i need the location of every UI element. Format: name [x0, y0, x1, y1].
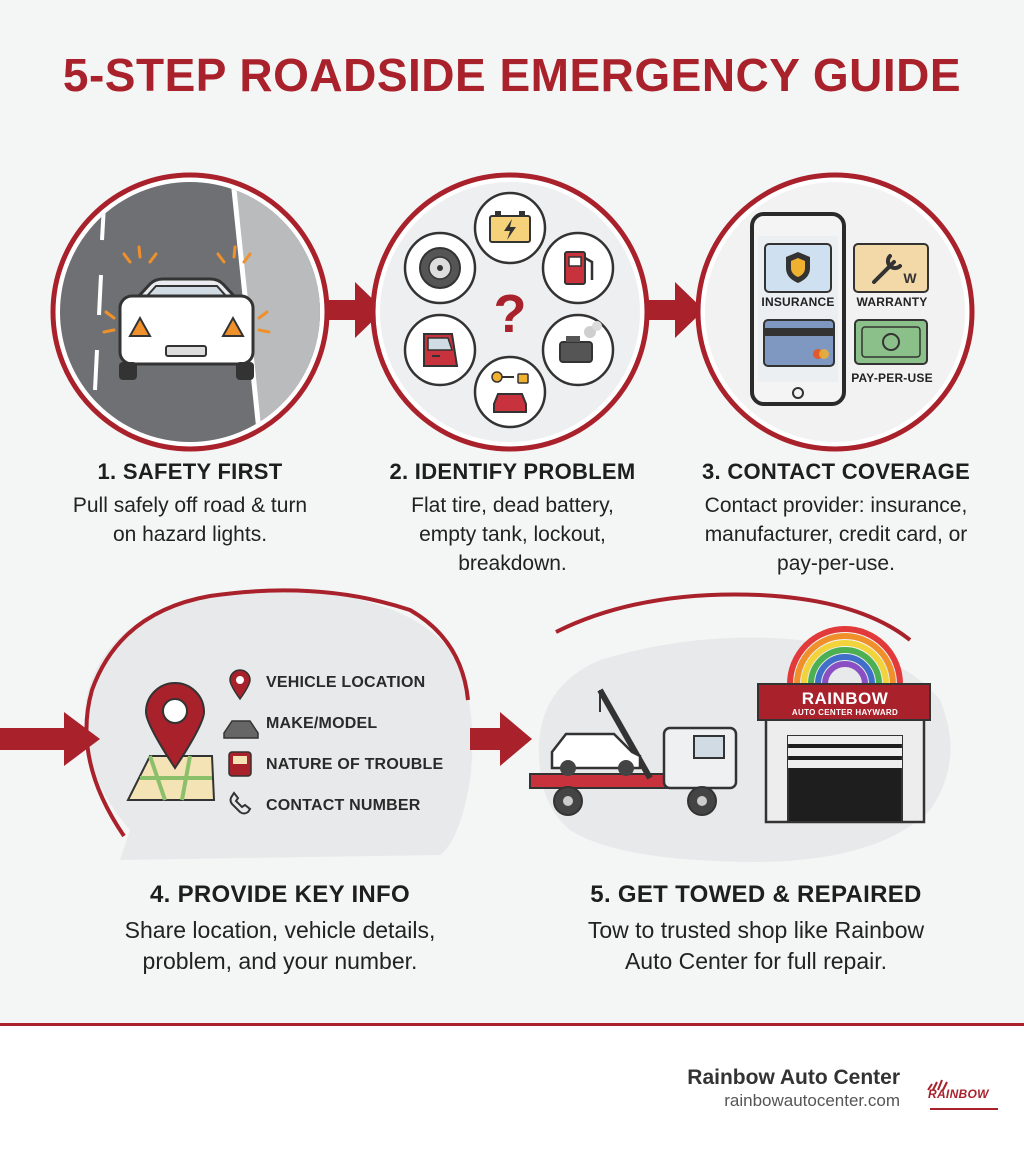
step-2: 2. IDENTIFY PROBLEM Flat tire, dead batt…	[355, 459, 670, 578]
map-pin-small-icon	[229, 669, 251, 701]
step1-illustration	[50, 172, 330, 452]
step-3: 3. CONTACT COVERAGE Contact provider: in…	[686, 459, 986, 578]
step-4-desc: Share location, vehicle details, problem…	[124, 917, 436, 974]
credit-card-icon	[763, 319, 835, 367]
step4-illustration	[84, 588, 473, 860]
svg-text:W: W	[903, 270, 917, 286]
car-door-icon	[403, 313, 477, 387]
shield-icon	[764, 243, 832, 293]
info-vehicle-location: VEHICLE LOCATION	[266, 674, 426, 691]
step3-illustration: W	[695, 172, 975, 452]
phone-handset-icon	[229, 791, 252, 815]
page-title: 5-STEP ROADSIDE EMERGENCY GUIDE	[62, 49, 962, 101]
info-contact-number: CONTACT NUMBER	[266, 797, 421, 814]
arrow-into-4	[0, 712, 100, 766]
footer-brand-name: Rainbow Auto Center	[687, 1066, 900, 1089]
step-4: 4. PROVIDE KEY INFO Share location, vehi…	[100, 881, 460, 977]
arrow-2-3	[648, 282, 704, 338]
arrow-1-2	[328, 282, 384, 338]
garage-icon	[757, 626, 931, 824]
tire-icon	[403, 231, 477, 305]
step5-illustration	[529, 592, 951, 862]
engine-icon	[541, 313, 615, 387]
step-4-title: 4. PROVIDE KEY INFO	[150, 881, 410, 908]
tow-truck-icon	[529, 688, 738, 816]
step-1-desc: Pull safely off road & turn on hazard li…	[72, 494, 308, 546]
step2-illustration: ?	[370, 172, 650, 452]
wrench-icon: W	[853, 243, 929, 293]
battery-icon	[473, 191, 547, 265]
info-make-model: MAKE/MODEL	[266, 715, 378, 732]
rainbow-icon	[787, 626, 903, 685]
step-1-title: 1. SAFETY FIRST	[97, 459, 283, 484]
step-2-title: 2. IDENTIFY PROBLEM	[389, 459, 636, 484]
car-icon	[223, 720, 259, 739]
footer-divider	[0, 1023, 1024, 1026]
coverage-pay-per-use-label: PAY-PER-USE	[851, 371, 933, 385]
key-lock-icon	[473, 355, 547, 429]
brand-logo-text: RAINBOW	[928, 1087, 989, 1101]
footer	[0, 1026, 1024, 1154]
obd-icon	[228, 751, 252, 777]
step-1: 1. SAFETY FIRST Pull safely off road & t…	[40, 459, 340, 549]
fuel-pump-icon	[541, 231, 615, 305]
shop-sign-subtitle: AUTO CENTER HAYWARD	[791, 708, 899, 717]
map-pin-icon	[126, 682, 216, 801]
footer-brand-url[interactable]: rainbowautocenter.com	[724, 1091, 900, 1110]
coverage-warranty-label: WARRANTY	[856, 295, 928, 309]
step-3-desc: Contact provider: insurance, manufacture…	[704, 494, 968, 575]
arrow-4-5	[470, 712, 532, 766]
step-5-desc: Tow to trusted shop like Rainbow Auto Ce…	[587, 917, 925, 974]
shop-sign-name: RAINBOW	[801, 689, 889, 708]
coverage-insurance-label: INSURANCE	[761, 295, 835, 309]
step-5: 5. GET TOWED & REPAIRED Tow to trusted s…	[560, 881, 952, 977]
brand-logo-icon	[927, 1079, 998, 1110]
question-icon: ?	[494, 284, 527, 344]
hazard-car-icon	[102, 245, 271, 380]
step-3-title: 3. CONTACT COVERAGE	[701, 459, 971, 484]
step-2-desc: Flat tire, dead battery, empty tank, loc…	[411, 494, 614, 575]
info-nature-of-trouble: NATURE OF TROUBLE	[266, 756, 444, 773]
step-5-title: 5. GET TOWED & REPAIRED	[590, 881, 922, 908]
cash-icon	[854, 319, 928, 365]
